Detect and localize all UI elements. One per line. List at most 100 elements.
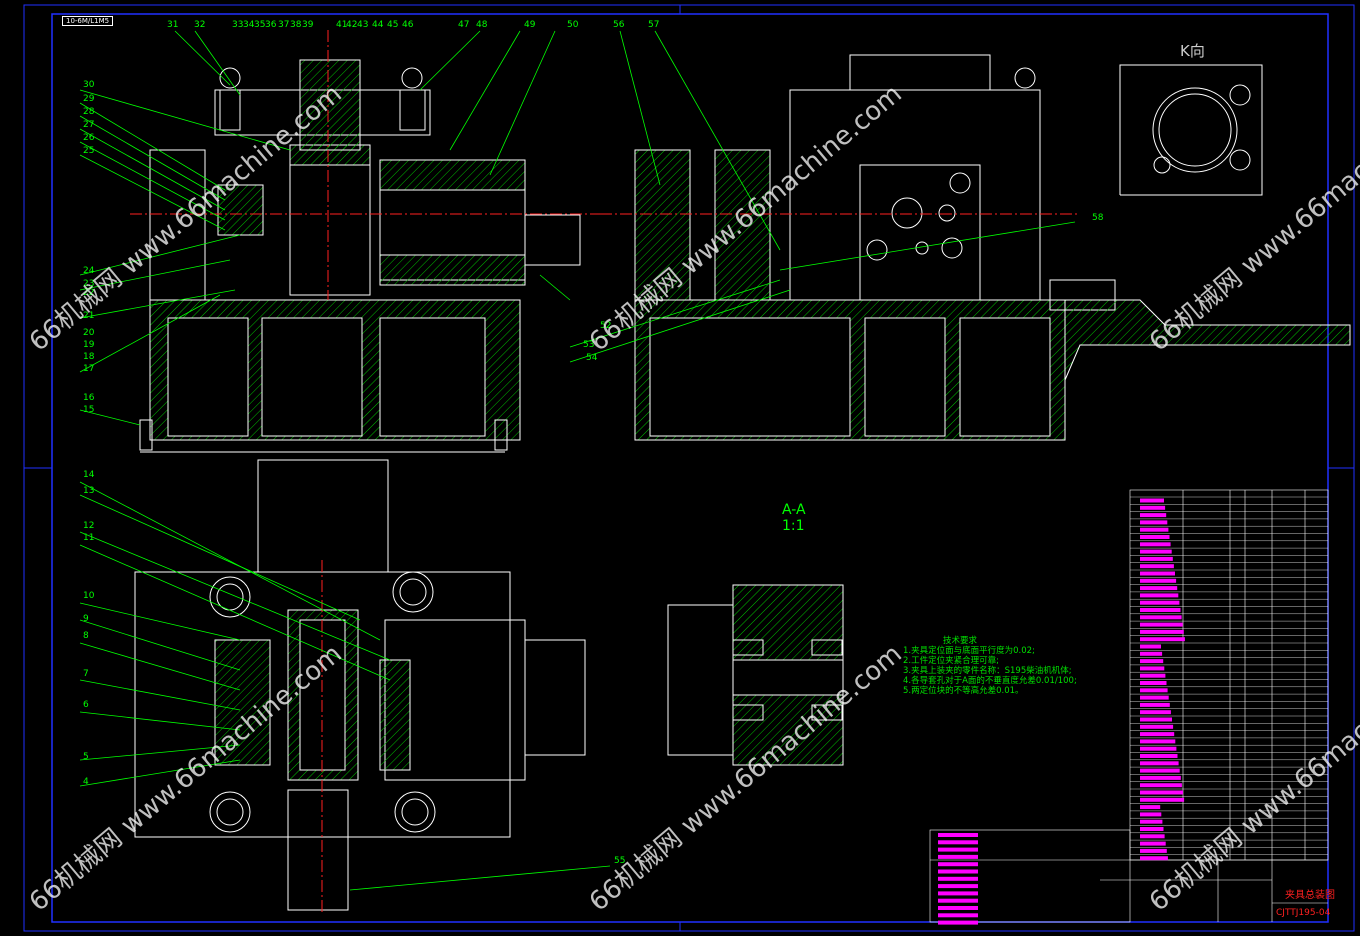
part-number-label: 41: [336, 20, 348, 30]
part-number-label: 13: [83, 486, 95, 496]
part-number-label: 14: [83, 470, 95, 480]
table-cell-mark: [1140, 812, 1162, 817]
part-number-label: 46: [402, 20, 414, 30]
table-cell-mark: [1140, 739, 1176, 744]
view-k-label: K向: [1180, 42, 1205, 60]
table-cell-mark: [1140, 513, 1167, 518]
part-number-label: 5: [83, 752, 89, 762]
table-cell-mark: [938, 854, 978, 859]
section-a-a: [667, 584, 844, 766]
part-number-label: 29: [83, 94, 95, 104]
part-number-label: 11: [83, 533, 95, 543]
table-cell-mark: [1140, 856, 1168, 861]
table-cell-mark: [1140, 702, 1170, 707]
tech-item: 4.各导套孔对于A面的不垂直度允差0.01/100;: [903, 676, 1077, 686]
tech-item: 2.工件定位夹紧合理可靠;: [903, 656, 999, 666]
table-cell-mark: [1140, 498, 1164, 503]
table-cell-mark: [938, 920, 978, 925]
table-cell-mark: [1140, 797, 1185, 802]
part-number-label: 58: [1092, 213, 1104, 223]
part-number-label: 7: [83, 669, 89, 679]
part-number-label: 18: [83, 352, 95, 362]
table-cell-mark: [938, 876, 978, 881]
table-cell-mark: [1140, 629, 1184, 634]
part-number-label: 19: [83, 340, 95, 350]
part-number-label: 20: [83, 328, 95, 338]
table-cell-mark: [1140, 593, 1179, 598]
table-cell-mark: [1140, 724, 1174, 729]
table-cell-mark: [1140, 717, 1172, 722]
table-cell-mark: [1140, 586, 1178, 591]
table-cell-mark: [1140, 659, 1164, 664]
part-number-label: 23: [83, 279, 95, 289]
table-cell-mark: [938, 884, 978, 889]
tech-item: 5.两定位块的不等高允差0.01。: [903, 686, 1024, 696]
part-number-label: 17: [83, 364, 95, 374]
k-view: [1119, 64, 1263, 196]
part-number-label: 34: [243, 20, 255, 30]
table-cell-mark: [1140, 520, 1168, 525]
table-cell-mark: [1140, 834, 1165, 839]
technical-requirements: 技术要求 1.夹具定位面与底面平行度为0.02; 2.工件定位夹紧合理可靠; 3…: [903, 636, 1077, 696]
part-number-label: 32: [194, 20, 206, 30]
table-cell-mark: [938, 906, 978, 910]
part-number-label: 24: [83, 266, 95, 276]
table-cell-mark: [1140, 775, 1181, 780]
table-cell-mark: [1140, 710, 1171, 715]
table-cell-mark: [1140, 746, 1177, 751]
part-number-label: 45: [387, 20, 399, 30]
drawing-name: 夹具总装图: [1285, 890, 1335, 901]
part-number-label: 53: [583, 340, 595, 350]
leader-lines: [79, 30, 1076, 891]
table-cell-mark: [938, 869, 978, 874]
part-number-label: 42: [346, 20, 358, 30]
part-number-label: 38: [290, 20, 302, 30]
part-number-label: 31: [167, 20, 179, 30]
part-number-label: 33: [232, 20, 244, 30]
table-cell-mark: [1140, 805, 1161, 810]
parts-list-rows: [938, 496, 1328, 925]
part-number-label: 27: [83, 120, 95, 130]
drawing-code: CJTTJ195-04: [1276, 908, 1331, 918]
part-number-label: 16: [83, 393, 95, 403]
table-cell-mark: [1140, 505, 1166, 510]
tech-item: 1.夹具定位面与底面平行度为0.02;: [903, 646, 1035, 656]
part-number-label: 57: [648, 20, 660, 30]
table-cell-mark: [1140, 732, 1175, 737]
corner-code: 10-6M/L1M5: [62, 16, 114, 26]
table-cell-mark: [1140, 666, 1165, 671]
table-cell-mark: [1140, 783, 1182, 788]
part-number-label: 22: [83, 288, 95, 298]
part-number-label: 25: [83, 146, 95, 156]
table-cell-mark: [1140, 848, 1167, 853]
table-cell-mark: [1140, 556, 1173, 561]
table-cell-mark: [938, 898, 978, 903]
part-number-label: 26: [83, 133, 95, 143]
table-cell-mark: [1140, 790, 1183, 795]
top-view: [134, 459, 586, 911]
table-cell-mark: [1140, 600, 1180, 605]
part-number-label: 52: [600, 321, 612, 331]
part-number-label: 30: [83, 80, 95, 90]
table-cell-mark: [1140, 761, 1179, 766]
part-number-label: 28: [83, 107, 95, 117]
part-number-label: 50: [567, 20, 579, 30]
part-number-label: 4: [83, 777, 89, 787]
part-number-label: 15: [83, 405, 95, 415]
table-cell-mark: [1140, 681, 1167, 685]
table-cell-mark: [1140, 578, 1177, 583]
table-cell-mark: [938, 913, 978, 918]
side-view: [634, 54, 1351, 441]
table-cell-mark: [1140, 695, 1169, 700]
part-number-label: 43: [357, 20, 369, 30]
part-number-label: 48: [476, 20, 488, 30]
part-number-label: 54: [586, 353, 598, 363]
table-cell-mark: [938, 833, 978, 837]
table-cell-mark: [1140, 564, 1174, 569]
table-cell-mark: [1140, 608, 1181, 612]
table-cell-mark: [1140, 535, 1170, 539]
table-cell-mark: [938, 862, 978, 867]
part-number-label: 9: [83, 614, 89, 624]
